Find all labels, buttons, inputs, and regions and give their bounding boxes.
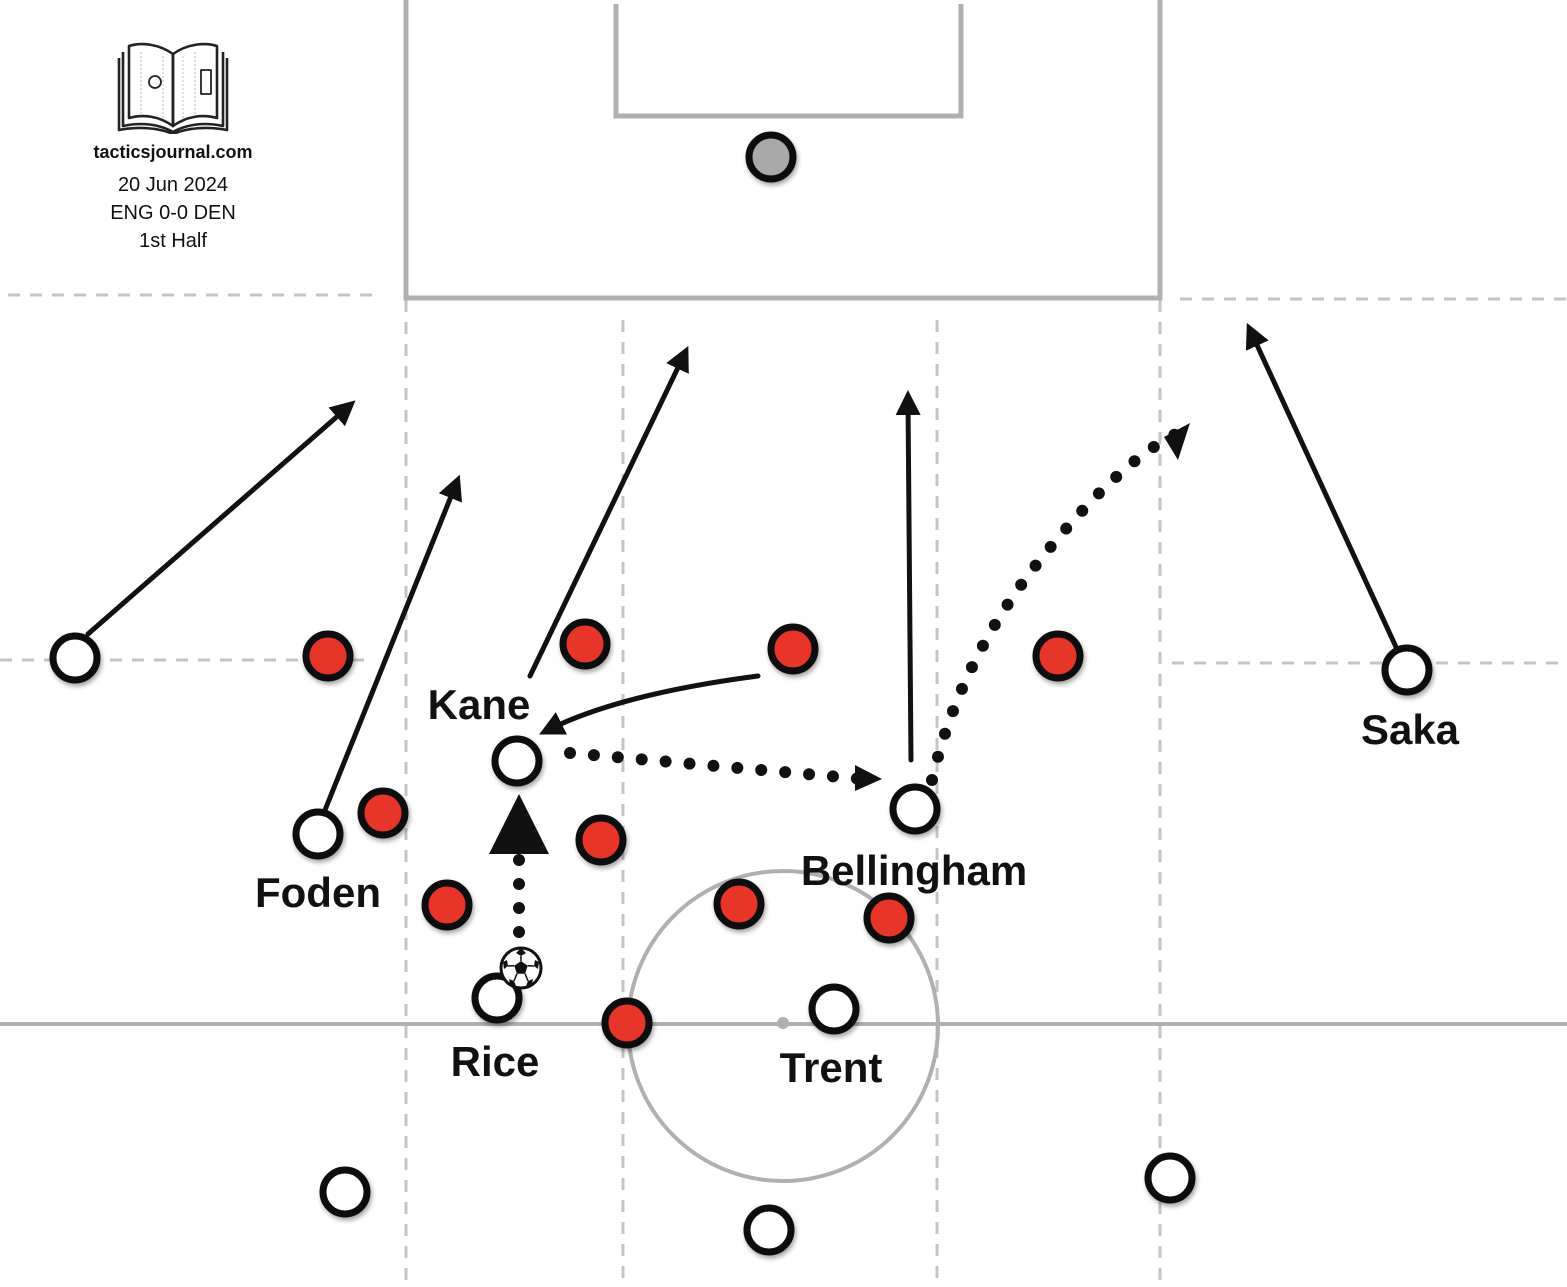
- england-player-rice: [471, 972, 523, 1024]
- pass-arrows: [489, 426, 1186, 938]
- run-arrows: [85, 322, 1399, 813]
- england-player-saka: [1381, 644, 1433, 696]
- football-icon: [499, 946, 543, 990]
- pass-arrowheads: [507, 423, 1190, 830]
- england-player-foden: [292, 808, 344, 860]
- england-player-trent: [808, 983, 860, 1035]
- denmark-players: [302, 618, 1084, 1049]
- label-foden: Foden: [255, 869, 381, 916]
- denmark-player: [713, 878, 765, 930]
- label-saka: Saka: [1361, 706, 1460, 753]
- denmark-player: [357, 787, 409, 839]
- denmark-player: [559, 618, 611, 670]
- denmark-player: [863, 892, 915, 944]
- denmark-player: [302, 630, 354, 682]
- label-rice: Rice: [451, 1038, 540, 1085]
- site-name: tacticsjournal.com: [93, 142, 253, 162]
- england-player-kane: [491, 735, 543, 787]
- match-date: 20 Jun 2024: [117, 174, 229, 196]
- match-period: 1st Half: [139, 230, 207, 252]
- denmark-player: [1032, 630, 1084, 682]
- england-player-defender: [319, 1166, 371, 1218]
- england-player-bellingham: [889, 783, 941, 835]
- denmark-player: [601, 997, 653, 1049]
- england-players: [49, 632, 1433, 1256]
- label-bellingham: Bellingham: [801, 847, 1027, 894]
- england-player-defender: [743, 1204, 795, 1256]
- denmark-player: [421, 879, 473, 931]
- match-score: ENG 0-0 DEN: [110, 202, 236, 224]
- label-trent: Trent: [780, 1044, 883, 1091]
- goalkeeper: [745, 131, 797, 183]
- pitch-lines: [0, 0, 1567, 1183]
- zone-lines: [0, 293, 1567, 1287]
- england-player-left-winger: [49, 632, 101, 684]
- open-book-pitch-icon: [117, 42, 229, 134]
- label-kane: Kane: [428, 681, 531, 728]
- england-player-defender: [1144, 1152, 1196, 1204]
- denmark-player: [767, 623, 819, 675]
- denmark-player: [575, 814, 627, 866]
- match-info: tacticsjournal.com 20 Jun 2024 ENG 0-0 D…: [62, 36, 284, 255]
